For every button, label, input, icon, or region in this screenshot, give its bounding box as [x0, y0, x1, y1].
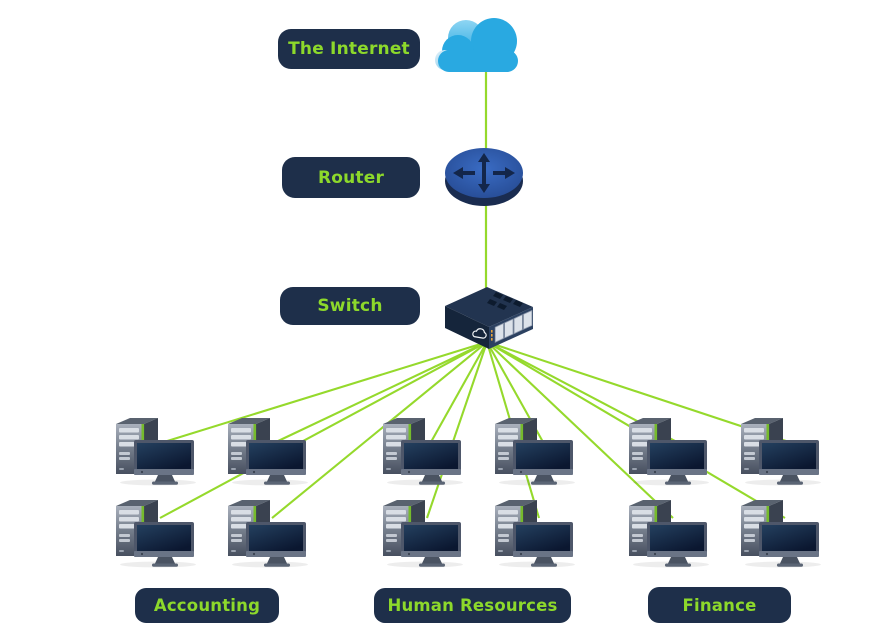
switch-label: Switch	[280, 287, 420, 325]
computer-icon	[741, 500, 821, 568]
computer-icon	[116, 418, 196, 486]
finance-label-text: Finance	[682, 595, 757, 615]
switch-icon	[445, 287, 533, 349]
computer-icon	[741, 418, 821, 486]
network-link-line	[426, 341, 488, 519]
network-link-line	[271, 341, 488, 519]
network-link-line	[159, 341, 488, 519]
switch-label-text: Switch	[317, 296, 383, 316]
internet-label: The Internet	[278, 29, 420, 69]
router-label: Router	[282, 157, 420, 198]
router-label-text: Router	[317, 167, 385, 188]
computer-icon	[495, 418, 575, 486]
internet-label-text: The Internet	[288, 39, 410, 59]
computer-icon	[383, 418, 463, 486]
computer-icon	[383, 500, 463, 568]
accounting-label-text: Accounting	[153, 596, 261, 615]
network-link-line	[486, 341, 674, 519]
network-link-line	[163, 340, 488, 444]
computer-icon	[116, 500, 196, 568]
computer-icon	[228, 500, 308, 568]
network-link-line	[486, 341, 790, 443]
group-label-human-resources: Human Resources	[374, 588, 571, 623]
computer-icon	[629, 418, 709, 486]
human-resources-label-text: Human Resources	[387, 596, 558, 615]
group-label-accounting: Accounting	[135, 588, 279, 623]
computer-icon	[495, 500, 575, 568]
group-label-finance: Finance	[648, 587, 791, 623]
network-link-line	[275, 341, 488, 443]
switch-logo-cloud-icon	[472, 328, 487, 339]
network-link-line	[430, 341, 488, 443]
cloud-icon	[435, 18, 518, 72]
computer-icon	[629, 500, 709, 568]
router-icon	[445, 148, 523, 206]
